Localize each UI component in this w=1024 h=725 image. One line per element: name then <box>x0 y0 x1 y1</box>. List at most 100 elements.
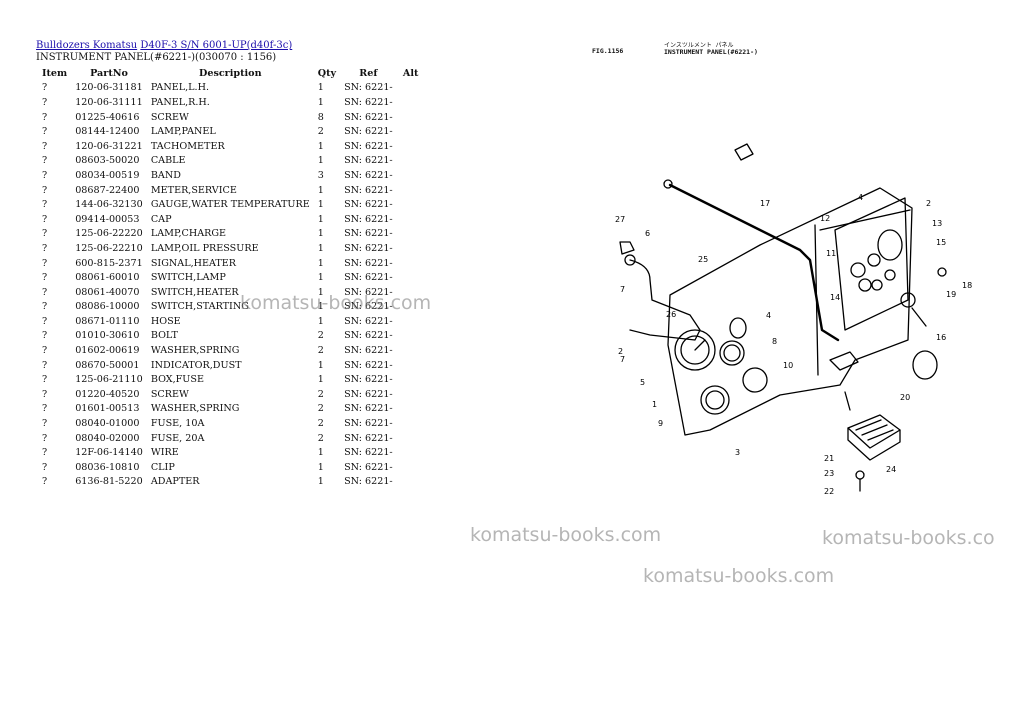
cell-ref: SN: 6221- <box>344 155 393 167</box>
callout-4b: 4 <box>766 311 771 320</box>
cell-partno: 08086-10000 <box>75 301 140 313</box>
cell-description: LAMP,PANEL <box>150 126 216 138</box>
cell-partno: 125-06-21110 <box>75 374 143 386</box>
cell-partno: 08603-50020 <box>75 155 140 167</box>
cell-item: ? <box>42 169 48 181</box>
cell-partno: 08144-12400 <box>75 126 140 138</box>
cell-alt <box>397 183 425 198</box>
cell-item: ? <box>42 82 48 94</box>
breadcrumb-link-model[interactable]: D40F-3 S/N 6001-UP(d40f-3c) <box>140 40 293 51</box>
cell-alt <box>397 227 425 242</box>
cell-partno: 01602-00619 <box>75 345 140 357</box>
breadcrumb: Bulldozers Komatsu D40F-3 S/N 6001-UP(d4… <box>36 40 292 51</box>
col-header-alt: Alt <box>402 67 419 79</box>
cell-description: WASHER,SPRING <box>150 345 240 357</box>
cell-description: CLIP <box>150 461 175 473</box>
cell-alt <box>397 197 425 212</box>
cell-description: INDICATOR,DUST <box>150 359 242 371</box>
cell-qty: 1 <box>317 286 324 298</box>
cell-item: ? <box>42 315 48 327</box>
cell-alt <box>397 154 425 169</box>
cell-partno: 600-815-2371 <box>75 257 143 269</box>
tachometer-drawing <box>674 329 716 371</box>
cell-alt <box>397 416 425 431</box>
cell-ref: SN: 6221- <box>344 476 393 488</box>
cell-description: SCREW <box>150 388 189 400</box>
cell-qty: 2 <box>317 345 324 357</box>
cell-ref: SN: 6221- <box>344 432 393 444</box>
cell-ref: SN: 6221- <box>344 374 393 386</box>
cell-alt <box>397 270 425 285</box>
cell-item: ? <box>42 447 48 459</box>
dust-indicator-drawing <box>912 350 938 380</box>
cell-alt <box>397 460 425 475</box>
cell-description: SWITCH,STARTING <box>150 301 249 313</box>
cell-partno: 12F-06-14140 <box>75 447 143 459</box>
cell-item: ? <box>42 96 48 108</box>
cell-ref: SN: 6221- <box>344 330 393 342</box>
cell-partno: 120-06-31181 <box>75 82 143 94</box>
cell-ref: SN: 6221- <box>344 82 393 94</box>
callout-3: 3 <box>735 448 740 457</box>
cell-qty: 2 <box>317 330 324 342</box>
cell-qty: 1 <box>317 374 324 386</box>
callout-6: 6 <box>645 229 650 238</box>
cell-alt <box>397 110 425 125</box>
cell-partno: 125-06-22220 <box>75 228 143 240</box>
cell-qty: 1 <box>317 155 324 167</box>
cell-ref: SN: 6221- <box>344 286 393 298</box>
cell-description: BOLT <box>150 330 178 342</box>
cell-item: ? <box>42 199 48 211</box>
cell-ref: SN: 6221- <box>344 96 393 108</box>
cell-description: GAUGE,WATER TEMPERATURE <box>150 199 310 211</box>
cell-description: BOX,FUSE <box>150 374 204 386</box>
cell-qty: 2 <box>317 432 324 444</box>
cell-ref: SN: 6221- <box>344 126 393 138</box>
cell-qty: 1 <box>317 272 324 284</box>
cell-item: ? <box>42 242 48 254</box>
cell-ref: SN: 6221- <box>344 242 393 254</box>
cell-partno: 01225-40616 <box>75 111 140 123</box>
cell-ref: SN: 6221- <box>344 272 393 284</box>
watermark: komatsu-books.com <box>240 292 432 314</box>
cell-ref: SN: 6221- <box>344 213 393 225</box>
cell-partno: 6136-81-5220 <box>75 476 143 488</box>
cell-alt <box>397 445 425 460</box>
callout-7: 7 <box>620 285 625 294</box>
cell-ref: SN: 6221- <box>344 184 393 196</box>
cell-partno: 08040-02000 <box>75 432 140 444</box>
cell-item: ? <box>42 301 48 313</box>
cell-alt <box>397 329 425 344</box>
callout-7b: 7 <box>620 355 625 364</box>
cell-alt <box>397 387 425 402</box>
cell-description: BAND <box>150 169 181 181</box>
callout-19: 19 <box>946 290 956 299</box>
figure-number: FIG.1156 <box>592 47 624 55</box>
cell-qty: 3 <box>317 169 324 181</box>
cell-qty: 2 <box>317 418 324 430</box>
cell-item: ? <box>42 213 48 225</box>
cell-alt <box>397 139 425 154</box>
cell-alt <box>397 431 425 446</box>
cell-description: CAP <box>150 213 172 225</box>
cell-alt <box>397 372 425 387</box>
cell-alt <box>397 475 425 490</box>
cell-alt <box>397 343 425 358</box>
parts-table: Item PartNo Description Qty Ref Alt ?120… <box>36 66 425 489</box>
col-header-partno: PartNo <box>90 67 128 79</box>
cell-item: ? <box>42 476 48 488</box>
cell-ref: SN: 6221- <box>344 199 393 211</box>
fuse-box-drawing <box>847 414 901 449</box>
cell-description: SWITCH,LAMP <box>150 272 226 284</box>
breadcrumb-link-bulldozers[interactable]: Bulldozers Komatsu <box>36 40 138 51</box>
